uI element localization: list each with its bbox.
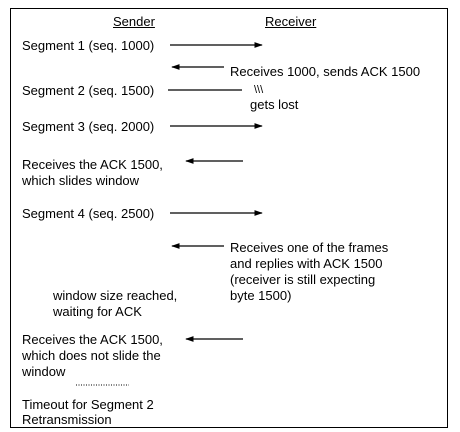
- ack-1-line-1: Receives the ACK 1500,: [22, 157, 163, 172]
- receives-frames-line-3: (receiver is still expecting: [230, 272, 376, 287]
- ack-2-line-2: which does not slide the: [22, 348, 161, 363]
- receives-frames-line-1: Receives one of the frames: [230, 240, 389, 255]
- receives-frames-line-4: byte 1500): [230, 288, 292, 303]
- diagram-frame: [10, 8, 448, 428]
- segment-1-label: Segment 1 (seq. 1000): [22, 38, 155, 53]
- timeout-line-2: Retransmission: [22, 412, 112, 427]
- receives-1000-label: Receives 1000, sends ACK 1500: [230, 64, 421, 79]
- segment-3-label: Segment 3 (seq. 2000): [22, 119, 155, 134]
- sender-header: Sender: [113, 14, 155, 29]
- gets-lost-label: gets lost: [250, 97, 299, 112]
- ack-2-line-1: Receives the ACK 1500,: [22, 332, 163, 347]
- receiver-header: Receiver: [265, 14, 317, 29]
- lost-mark: \\\: [254, 84, 264, 96]
- window-size-line-2: waiting for ACK: [53, 304, 142, 319]
- segment-2-label: Segment 2 (seq. 1500): [22, 83, 155, 98]
- segment-4-label: Segment 4 (seq. 2500): [22, 206, 155, 221]
- timeout-line-1: Timeout for Segment 2: [22, 397, 154, 412]
- ack-1-line-2: which slides window: [22, 173, 140, 188]
- receives-frames-line-2: and replies with ACK 1500: [230, 256, 383, 271]
- ack-2-line-3: window: [22, 364, 66, 379]
- window-size-line-1: window size reached,: [53, 288, 178, 303]
